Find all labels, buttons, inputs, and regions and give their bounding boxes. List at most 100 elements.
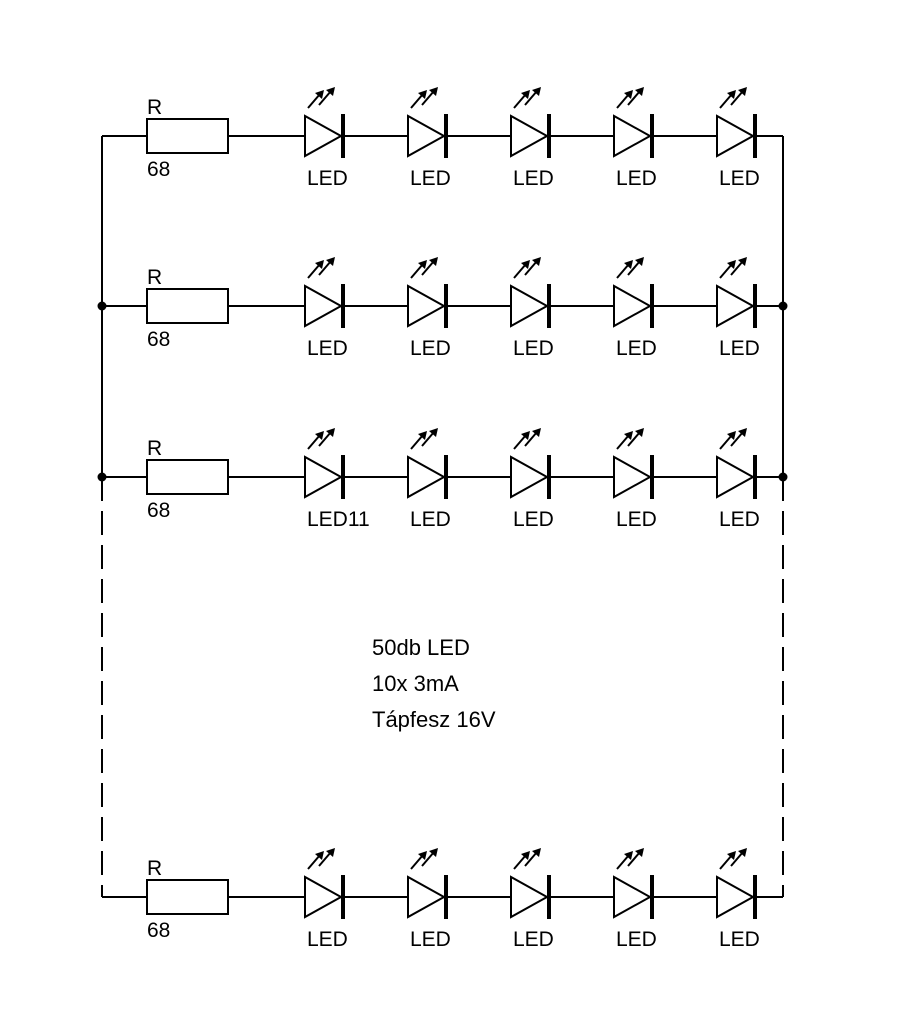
emission-arrow-line xyxy=(616,263,630,279)
led-symbol: LED xyxy=(510,428,554,531)
led-symbol: LED xyxy=(304,87,348,190)
emission-arrow-line xyxy=(524,851,538,867)
led-triangle xyxy=(304,284,344,328)
emission-arrow-line xyxy=(719,434,733,450)
emission-arrowhead xyxy=(532,428,541,437)
led-label: LED xyxy=(513,928,554,951)
emission-arrow-line xyxy=(627,431,641,447)
note-line: Tápfesz 16V xyxy=(372,707,496,732)
led-label: LED11 xyxy=(307,508,370,531)
light-emission-icon xyxy=(719,428,747,450)
emission-arrowhead xyxy=(326,428,335,437)
led-triangle xyxy=(613,875,653,919)
emission-arrowhead xyxy=(635,428,644,437)
light-emission-icon xyxy=(410,848,438,870)
led-triangle xyxy=(407,455,447,499)
emission-arrow-line xyxy=(318,90,332,106)
led-symbol: LED xyxy=(510,87,554,190)
light-emission-icon xyxy=(410,428,438,450)
emission-arrowhead xyxy=(624,851,633,860)
led-triangle xyxy=(304,455,344,499)
light-emission-icon xyxy=(719,87,747,109)
emission-arrow-line xyxy=(410,434,424,450)
resistor-value: 68 xyxy=(147,328,170,351)
led-triangle xyxy=(716,284,756,328)
emission-arrow-line xyxy=(730,431,744,447)
resistor-value: 68 xyxy=(147,499,170,522)
emission-arrowhead xyxy=(315,431,324,440)
emission-arrowhead xyxy=(521,90,530,99)
emission-arrow-line xyxy=(318,431,332,447)
emission-arrow-line xyxy=(730,851,744,867)
emission-arrowhead xyxy=(738,87,747,96)
emission-arrow-line xyxy=(410,93,424,109)
emission-arrowhead xyxy=(624,90,633,99)
emission-arrow-line xyxy=(730,90,744,106)
emission-arrowhead xyxy=(326,257,335,266)
led-label: LED xyxy=(410,928,451,951)
emission-arrowhead xyxy=(521,851,530,860)
emission-arrowhead xyxy=(727,851,736,860)
led-triangle xyxy=(510,875,550,919)
emission-arrow-line xyxy=(524,431,538,447)
emission-arrowhead xyxy=(624,260,633,269)
led-label: LED xyxy=(513,508,554,531)
emission-arrow-line xyxy=(513,434,527,450)
emission-arrowhead xyxy=(429,848,438,857)
emission-arrow-line xyxy=(318,851,332,867)
note-line: 50db LED xyxy=(372,635,470,660)
light-emission-icon xyxy=(307,848,335,870)
emission-arrowhead xyxy=(532,257,541,266)
emission-arrow-line xyxy=(524,260,538,276)
light-emission-icon xyxy=(719,257,747,279)
resistor-symbol: R68 xyxy=(146,266,229,351)
resistor-name: R xyxy=(147,96,162,119)
light-emission-icon xyxy=(307,257,335,279)
led-triangle xyxy=(716,114,756,158)
led-label: LED xyxy=(307,928,348,951)
led-label: LED xyxy=(513,337,554,360)
led-triangle xyxy=(407,875,447,919)
led-symbol: LED xyxy=(613,848,657,951)
resistor-body xyxy=(146,118,229,154)
led-triangle xyxy=(613,284,653,328)
emission-arrowhead xyxy=(315,851,324,860)
led-label: LED xyxy=(616,928,657,951)
emission-arrow-line xyxy=(627,851,641,867)
led-triangle xyxy=(304,114,344,158)
resistor-value: 68 xyxy=(147,158,170,181)
emission-arrow-line xyxy=(421,851,435,867)
emission-arrow-line xyxy=(719,854,733,870)
light-emission-icon xyxy=(410,87,438,109)
led-symbol: LED xyxy=(716,848,760,951)
light-emission-icon xyxy=(513,257,541,279)
resistor-name: R xyxy=(147,857,162,880)
emission-arrowhead xyxy=(532,848,541,857)
emission-arrowhead xyxy=(315,90,324,99)
resistor-symbol: R68 xyxy=(146,857,229,942)
led-label: LED xyxy=(719,928,760,951)
light-emission-icon xyxy=(307,87,335,109)
led-triangle xyxy=(407,114,447,158)
led-label: LED xyxy=(719,508,760,531)
emission-arrowhead xyxy=(738,428,747,437)
led-triangle xyxy=(510,284,550,328)
emission-arrow-line xyxy=(307,434,321,450)
led-symbol: LED xyxy=(716,428,760,531)
led-triangle xyxy=(510,114,550,158)
light-emission-icon xyxy=(307,428,335,450)
resistor-symbol: R68 xyxy=(146,437,229,522)
emission-arrow-line xyxy=(513,854,527,870)
emission-arrow-line xyxy=(421,90,435,106)
led-label: LED xyxy=(307,337,348,360)
emission-arrow-line xyxy=(627,90,641,106)
emission-arrowhead xyxy=(532,87,541,96)
emission-arrow-line xyxy=(513,263,527,279)
